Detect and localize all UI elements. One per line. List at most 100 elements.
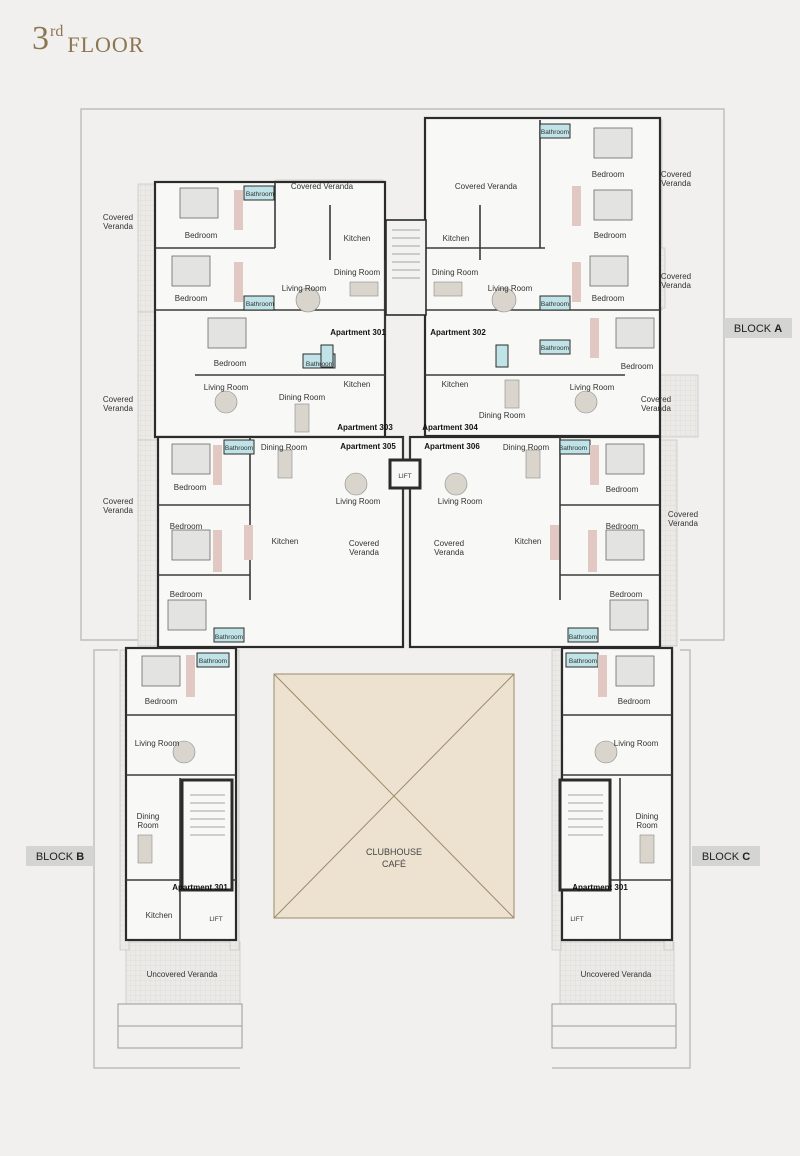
bedroom-label: Bedroom	[606, 522, 639, 531]
bathroom-label: Bathroom	[225, 445, 253, 452]
living-room-label: Living Room	[614, 739, 659, 748]
block-c-letter: C	[742, 851, 750, 863]
apartment-c301-label: Apartment 301	[572, 883, 628, 892]
bathrooms	[196, 123, 599, 668]
bathroom-label: Bathroom	[199, 658, 227, 665]
lift-label: LIFT	[398, 473, 411, 480]
apartment-b301-label: Apartment 301	[172, 883, 228, 892]
dining-room-label: Dining Room	[503, 443, 550, 452]
bedroom-label: Bedroom	[606, 485, 639, 494]
block-c-word: BLOCK	[702, 851, 740, 863]
kitchen-label: Kitchen	[344, 234, 371, 243]
apartment-306-label: Apartment 306	[424, 442, 480, 451]
veranda-label-bottom: Veranda	[434, 548, 464, 557]
bathroom-label: Bathroom	[215, 634, 243, 641]
clubhouse-label-line1: CLUBHOUSE	[366, 847, 422, 857]
veranda-label-bottom: Veranda	[661, 281, 691, 290]
bedroom-label: Bedroom	[170, 522, 203, 531]
bedroom-label: Bedroom	[185, 231, 218, 240]
dining-room-label: Dining Room	[334, 268, 381, 277]
block-a-word: BLOCK	[734, 323, 772, 335]
block-a-letter: A	[774, 323, 782, 335]
veranda-label-top: Covered	[349, 539, 379, 548]
veranda-label-bottom: Veranda	[103, 222, 133, 231]
room-label: Room	[636, 821, 658, 830]
apartment-302-label: Apartment 302	[430, 328, 486, 337]
veranda-label-top: Covered	[103, 497, 133, 506]
kitchen-label: Kitchen	[515, 537, 542, 546]
entrance-steps	[117, 1003, 677, 1049]
kitchen-label: Kitchen	[443, 234, 470, 243]
floor-suffix: rd	[50, 23, 64, 40]
beds	[141, 127, 655, 687]
bedroom-label: Bedroom	[145, 697, 178, 706]
living-room-label: Living Room	[282, 284, 327, 293]
veranda-label-top: Covered	[103, 395, 133, 404]
bedroom-label: Bedroom	[214, 359, 247, 368]
kitchen-label: Kitchen	[272, 537, 299, 546]
living-room-label: Living Room	[438, 497, 483, 506]
veranda-label-bottom: Veranda	[668, 519, 698, 528]
veranda-label-bottom: Veranda	[349, 548, 379, 557]
kitchen-label: Kitchen	[344, 380, 371, 389]
dining-room-label: Dining Room	[432, 268, 479, 277]
veranda-label-top: Covered	[103, 213, 133, 222]
block-b-label: BLOCK B	[36, 851, 84, 863]
veranda-label-bottom: Veranda	[103, 404, 133, 413]
bathroom-label: Bathroom	[541, 301, 569, 308]
bathroom-label: Bathroom	[541, 129, 569, 136]
kitchen-label: Kitchen	[442, 380, 469, 389]
bedroom-label: Bedroom	[174, 483, 207, 492]
block-b-letter: B	[76, 851, 84, 863]
room-label: Room	[137, 821, 159, 830]
veranda-label-top: Covered	[661, 170, 691, 179]
bathroom-label: Bathroom	[569, 658, 597, 665]
veranda-label-bottom: Veranda	[641, 404, 671, 413]
living-room-label: Living Room	[570, 383, 615, 392]
bathroom-label: Bathroom	[246, 191, 274, 198]
living-room-label: Living Room	[488, 284, 533, 293]
apartment-304-label: Apartment 304	[422, 423, 478, 432]
bathroom-label: Bathroom	[246, 301, 274, 308]
bedroom-label: Bedroom	[621, 362, 654, 371]
stair-core	[180, 219, 612, 892]
veranda-label: Uncovered Veranda	[147, 970, 218, 979]
bedroom-label: Bedroom	[592, 170, 625, 179]
apartment-305-label: Apartment 305	[340, 442, 396, 451]
floor-word: FLOOR	[67, 32, 145, 57]
clubhouse-label-line2: CAFÉ	[382, 859, 406, 869]
block-a-label: BLOCK A	[734, 323, 782, 335]
bathroom-label: Bathroom	[559, 445, 587, 452]
block-a-badge	[724, 318, 792, 338]
kitchen-label: Kitchen	[146, 911, 173, 920]
bedroom-label: Bedroom	[618, 697, 651, 706]
lift-label: LIFT	[209, 916, 222, 923]
bedroom-label: Bedroom	[594, 231, 627, 240]
block-b-word: BLOCK	[36, 851, 74, 863]
veranda-label-top: Covered	[434, 539, 464, 548]
living-room-label: Living Room	[135, 739, 180, 748]
clubhouse-cafe	[273, 673, 515, 919]
wardrobes	[186, 186, 607, 697]
lift-label: LIFT	[570, 916, 583, 923]
apartment-303-label: Apartment 303	[337, 423, 393, 432]
bedroom-label: Bedroom	[592, 294, 625, 303]
living-room-label: Living Room	[204, 383, 249, 392]
dining-room-label: Dining Room	[279, 393, 326, 402]
veranda-label: Covered Veranda	[455, 182, 518, 191]
block-c-badge	[692, 846, 760, 866]
veranda-label: Uncovered Veranda	[581, 970, 652, 979]
living-room-label: Living Room	[336, 497, 381, 506]
floor-number: 3	[32, 20, 49, 57]
apartment-301-label: Apartment 301	[330, 328, 386, 337]
tables	[137, 281, 655, 864]
veranda-label: Covered Veranda	[291, 182, 354, 191]
interior-walls	[126, 120, 672, 940]
veranda-label-bottom: Veranda	[661, 179, 691, 188]
room-labels: Covered Veranda Covered Veranda Bathroom…	[36, 129, 782, 979]
dining-room-label: Dining Room	[261, 443, 308, 452]
bathroom-label: Bathroom	[306, 361, 334, 368]
block-c-label: BLOCK C	[702, 851, 750, 863]
block-b-badge	[26, 846, 94, 866]
